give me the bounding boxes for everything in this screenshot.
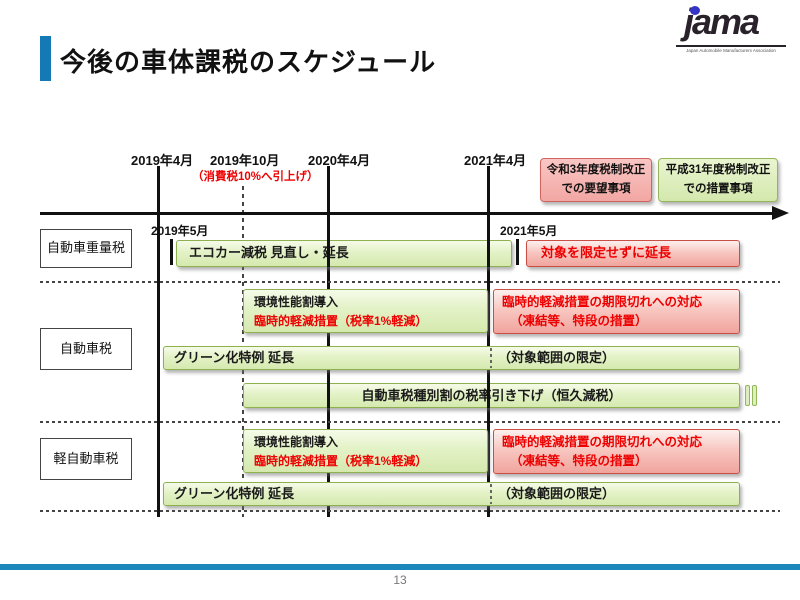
scope-limited-label: （対象範囲の限定） [498,486,616,501]
continuation-mark [752,385,757,406]
legend-request-box: 令和3年度税制改正 での要望事項 [540,158,652,202]
jama-logo-underline [676,45,786,47]
bar-ecocar-extension: エコカー減税 見直し・延長 [176,240,512,267]
legend-enacted-line1: 平成31年度税制改正 [665,164,771,176]
vline-2021-04 [487,166,490,517]
box-environment-levy-kei: 環境性能割導入 臨時的軽減措置（税率1%軽減） [243,429,488,473]
footer-accent-bar [0,564,800,570]
date-label-2020-04: 2020年4月 [308,153,371,168]
environment-levy-line2: 臨時的軽減措置（税率1%軽減） [254,314,428,328]
bar-green-tokurei-kei: グリーン化特例 延長 （対象範囲の限定） [163,482,740,506]
environment-levy-line1: 環境性能割導入 [254,295,339,309]
sub-date-2021-05: 2021年5月 [500,224,558,238]
scope-limited-label: （対象範囲の限定） [498,350,616,365]
legend-enacted-line2: での措置事項 [683,183,753,195]
page-title: 今後の車体課税のスケジュール [60,47,437,77]
legend-enacted-box: 平成31年度税制改正 での措置事項 [658,158,778,202]
row-label-kei-tax: 軽自動車税 [40,438,132,480]
jama-logo-subtext: Japan Automobile Manufacturers Associati… [686,48,776,53]
bar-green-tokurei-auto: グリーン化特例 延長 （対象範囲の限定） [163,346,740,370]
jama-logo: jama Japan Automobile Manufacturers Asso… [668,2,792,56]
vline-2019-04 [157,166,160,517]
box-temporary-reduction-expiry-auto: 臨時的軽減措置の期限切れへの対応 （凍結等、特段の措置） [493,289,740,334]
bar-dashed-divider [490,348,492,368]
bar-dashed-divider [490,484,492,504]
consumption-tax-note: （消費税10%へ引上げ） [192,171,319,183]
box-extend-without-limiting: 対象を限定せずに延長 [526,240,740,267]
timeline-arrow-icon [772,206,789,220]
tick-2019-05 [170,239,173,265]
page-number: 13 [393,573,407,587]
sub-date-2019-05: 2019年5月 [151,224,209,238]
timeline-line-overlay [327,240,330,267]
timeline-line-overlay [327,383,330,408]
bar-shubetsuwari-reduction: 自動車税種別割の税率引き下げ（恒久減税） [243,383,740,408]
row-separator [40,510,780,512]
expiry-line1: 臨時的軽減措置の期限切れへの対応 [502,295,703,309]
tick-2021-05 [516,239,519,265]
green-tokurei-label: グリーン化特例 延長 [174,350,294,365]
vline-2020-04 [327,166,330,517]
timeline-line-overlay [487,240,490,267]
expiry-line2: （凍結等、特段の措置） [510,454,648,468]
box-environment-levy-auto: 環境性能割導入 臨時的軽減措置（税率1%軽減） [243,289,488,333]
legend-request-line2: での要望事項 [561,183,631,195]
jama-logo-dot-icon [690,6,700,15]
row-separator [40,421,780,423]
expiry-line1: 臨時的軽減措置の期限切れへの対応 [502,435,703,449]
environment-levy-line1: 環境性能割導入 [254,435,339,449]
row-label-auto-tax: 自動車税 [40,328,132,370]
continuation-mark [745,385,750,406]
expiry-line2: （凍結等、特段の措置） [510,314,648,328]
box-temporary-reduction-expiry-kei: 臨時的軽減措置の期限切れへの対応 （凍結等、特段の措置） [493,429,740,474]
timeline-axis [40,212,780,215]
date-label-2019-04: 2019年4月 [131,153,194,168]
timeline-line-overlay [487,383,490,408]
title-accent-bar [40,36,51,81]
legend-request-line1: 令和3年度税制改正 [546,164,646,176]
row-separator [40,281,780,283]
date-label-2021-04: 2021年4月 [464,153,527,168]
row-label-weight-tax: 自動車重量税 [40,229,132,268]
green-tokurei-label: グリーン化特例 延長 [174,486,294,501]
date-label-2019-10: 2019年10月 [210,153,280,168]
environment-levy-line2: 臨時的軽減措置（税率1%軽減） [254,454,428,468]
